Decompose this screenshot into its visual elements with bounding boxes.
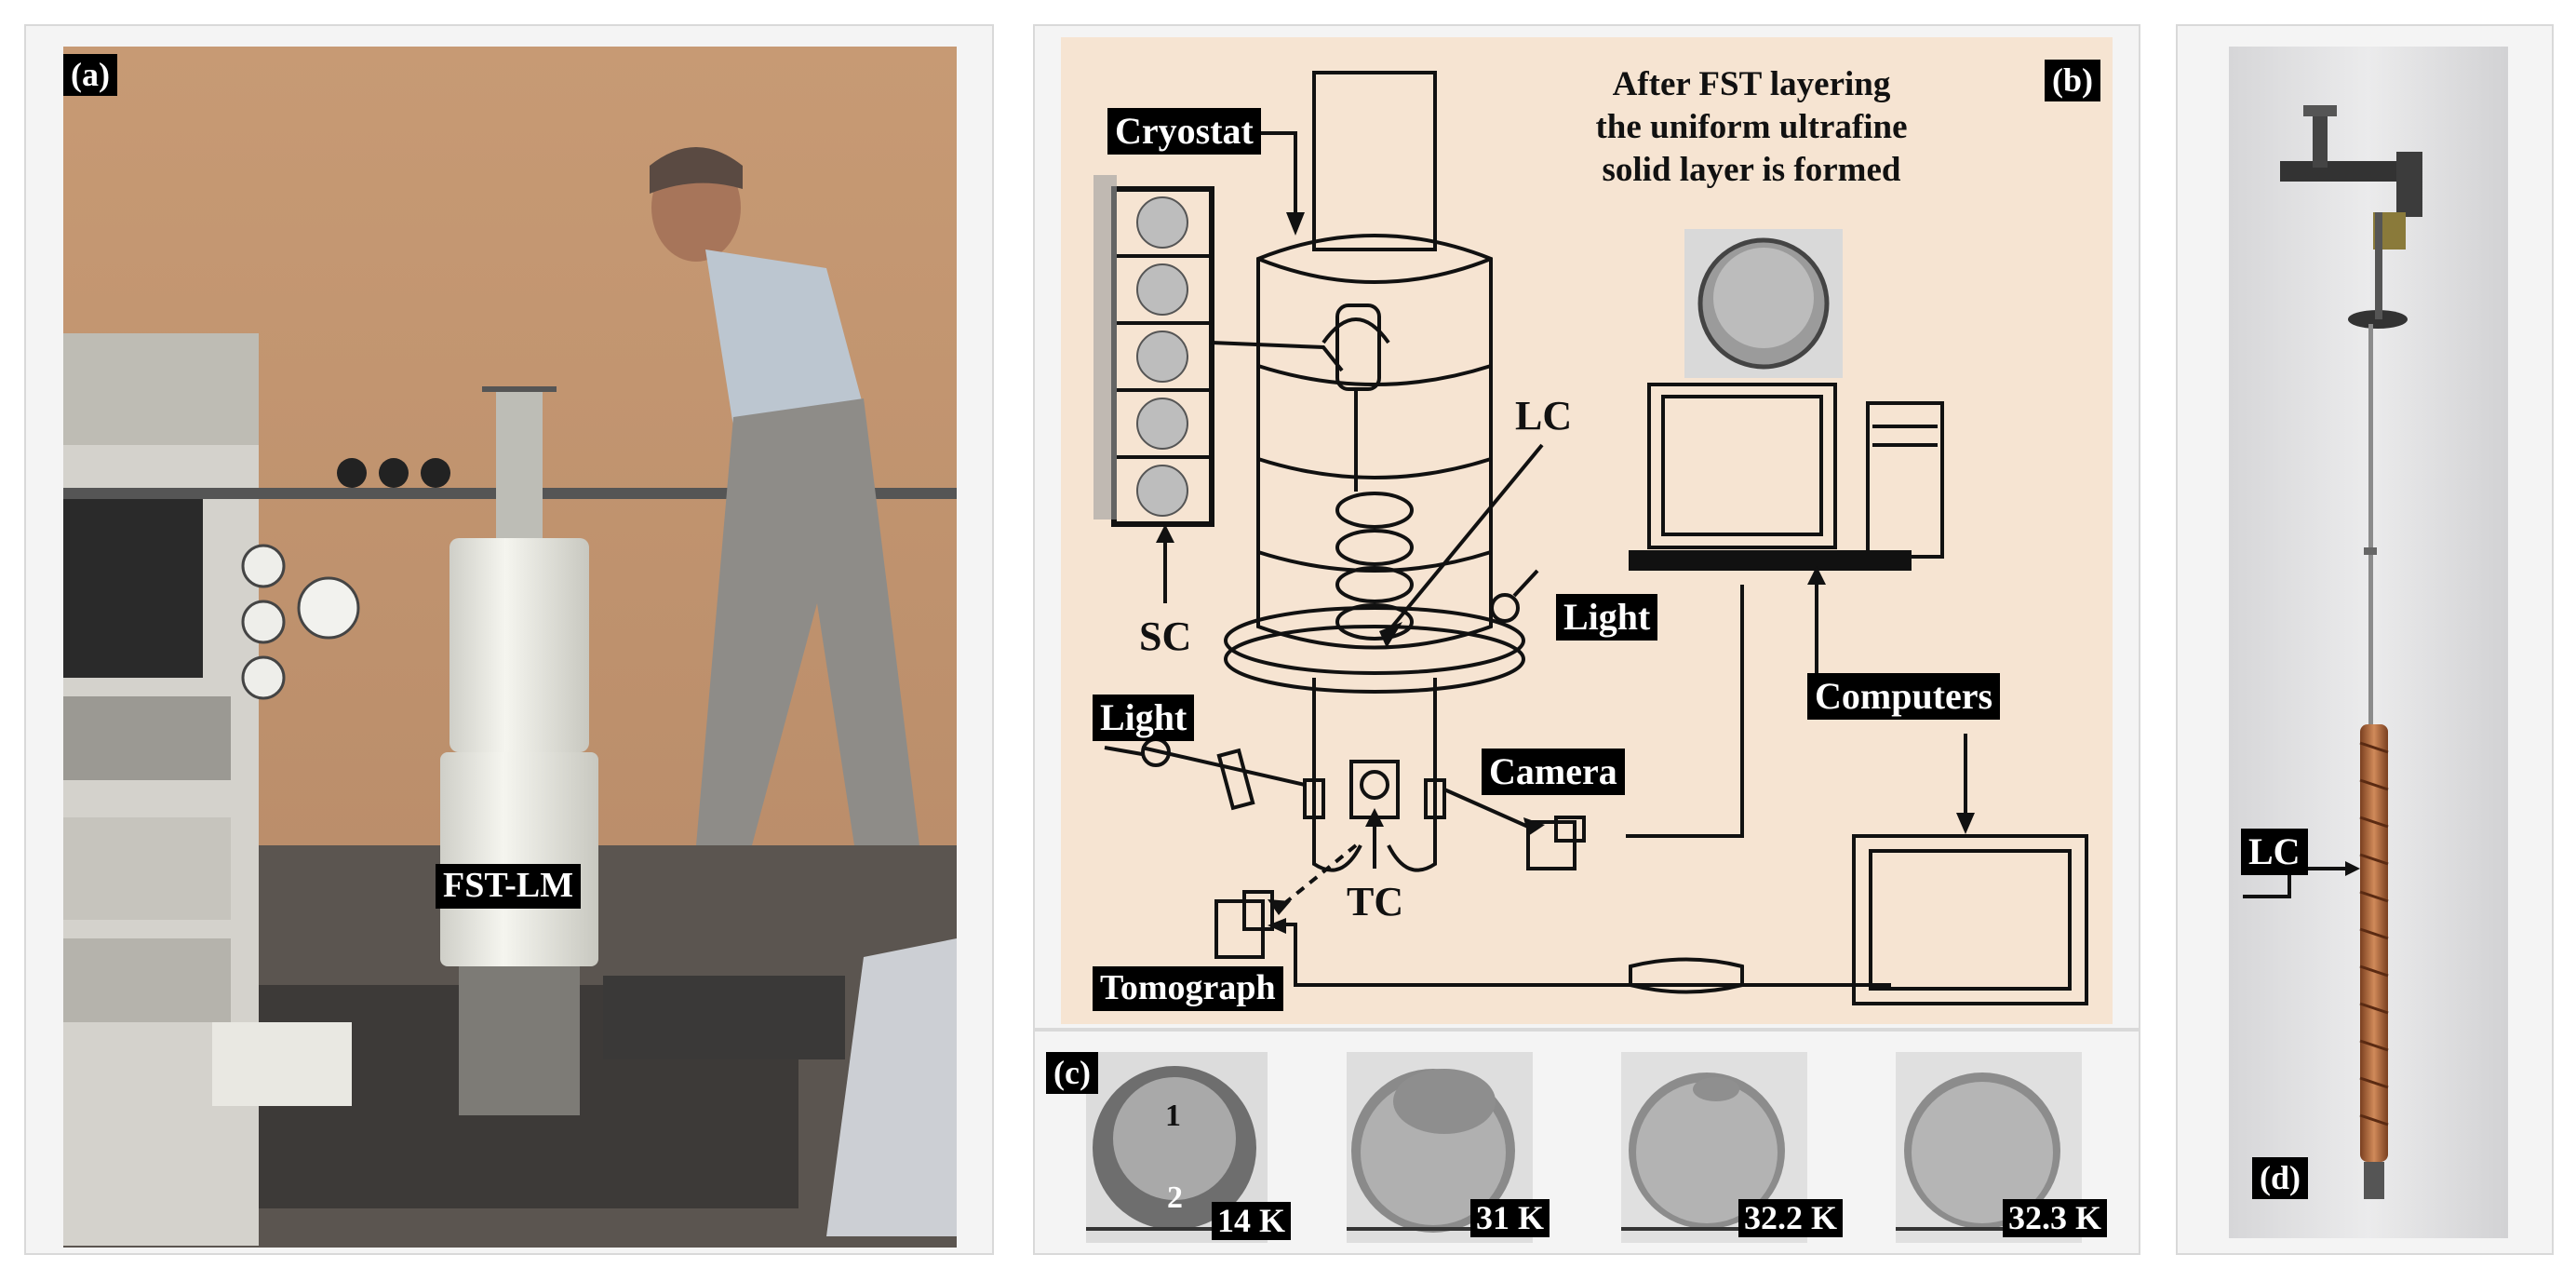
- cryostat-top-tube: [1312, 71, 1437, 251]
- title-line-1: After FST layering: [1612, 65, 1891, 103]
- panel-b: (b) After FST layering the uniform ultra…: [1033, 24, 2140, 1030]
- panel-d-lc-label: LC: [2241, 829, 2308, 875]
- sc-frame: [1136, 196, 1188, 249]
- target-capsule: [1335, 304, 1381, 391]
- gauge: [241, 544, 286, 588]
- keyboard: [1629, 550, 1912, 571]
- monitor-bottom: [1852, 834, 2088, 1005]
- optical-chamber: [459, 966, 580, 1115]
- copper-layering-coil: [2360, 724, 2388, 1162]
- person-trousers: [696, 398, 919, 845]
- layering-coil: [1335, 492, 1414, 529]
- panel-b-background: [1061, 37, 2113, 1024]
- frame-4-temperature: 32.3 K: [2003, 1199, 2108, 1238]
- frame-1-mark-2: 2: [1167, 1180, 1183, 1215]
- title-line-2: the uniform ultrafine: [1595, 108, 1908, 146]
- panel-d: LC (d): [2176, 24, 2554, 1255]
- light-right-label: Light: [1556, 594, 1658, 641]
- camera-label: Camera: [1482, 749, 1625, 795]
- panel-c-label: (c): [1046, 1052, 1098, 1095]
- computers-label: Computers: [1807, 673, 2001, 720]
- lens-bottom: [1629, 957, 1744, 994]
- panel-b-title: After FST layering the uniform ultrafine…: [1533, 63, 1970, 192]
- panel-d-photo: [2229, 47, 2508, 1238]
- monitor-top: [1647, 383, 1837, 549]
- panel-a: (a) FST-LM: [24, 24, 994, 1255]
- rack-monitor: [63, 492, 203, 678]
- panel-c-images: [1086, 1052, 2082, 1243]
- frame-1-temperature: 14 K: [1212, 1202, 1292, 1241]
- equipment-rack: [63, 333, 259, 1246]
- panel-a-label: (a): [63, 54, 117, 97]
- cryostat-lower: [440, 752, 598, 966]
- camera-body: [1526, 820, 1576, 870]
- cryostat-label: Cryostat: [1107, 108, 1261, 155]
- cryostat-body: [1256, 234, 1493, 650]
- light-right-icon: [1490, 593, 1520, 623]
- frame-1-mark-1: 1: [1165, 1099, 1181, 1133]
- title-line-3: solid layer is formed: [1602, 151, 1901, 189]
- cryostat-flange: [1224, 606, 1525, 675]
- sc-label: SC: [1139, 614, 1192, 659]
- fst-lm-label: FST-LM: [436, 864, 582, 909]
- light-left-label: Light: [1093, 695, 1195, 741]
- panel-a-photo: [63, 47, 957, 1248]
- lc-label: LC: [1515, 393, 1573, 438]
- panel-c: (c) 1 2 14 K 31 K 32.2 K 32.3 K: [1033, 1030, 2140, 1255]
- panel-d-label: (d): [2252, 1157, 2308, 1200]
- panel-b-label: (b): [2045, 60, 2100, 102]
- frame-3-temperature: 32.2 K: [1738, 1199, 1844, 1238]
- lc-pointer: [2243, 867, 2350, 898]
- tomograph-label: Tomograph: [1093, 966, 1283, 1011]
- cryostat-upper: [449, 538, 589, 752]
- schematic-drawing: [1093, 71, 2088, 1005]
- frame-2-temperature: 31 K: [1470, 1199, 1550, 1238]
- capillary: [2368, 324, 2373, 724]
- person-shirt: [705, 250, 864, 426]
- tc-label: TC: [1347, 879, 1404, 924]
- lens-left: [1216, 748, 1255, 811]
